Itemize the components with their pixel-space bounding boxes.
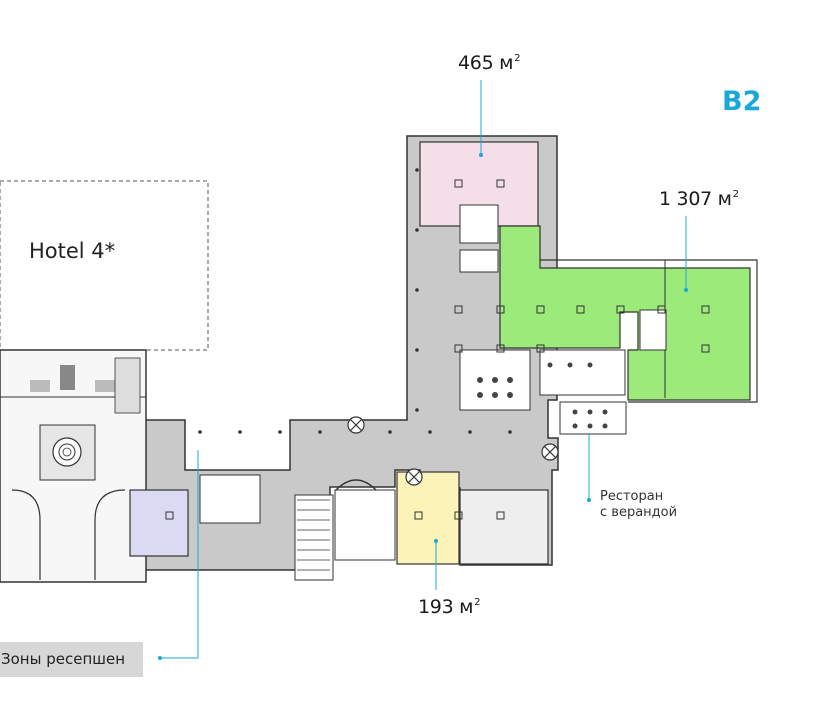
stairs <box>297 499 330 571</box>
hotel-label: Hotel 4* <box>29 239 116 263</box>
leader-dots <box>158 153 688 660</box>
area-green <box>499 225 751 401</box>
left-block <box>0 349 147 583</box>
area-value: 193 м <box>418 596 474 618</box>
stage-arc <box>335 479 377 491</box>
corridor-areas <box>129 135 559 571</box>
area-light-gray <box>459 489 549 565</box>
area-yellow <box>396 471 460 565</box>
area-label-pink: 465 м2 <box>458 52 521 74</box>
area-unit-sup: 2 <box>514 53 521 64</box>
floor-code: B2 <box>722 86 762 117</box>
restaurant-label: Ресторан с верандой <box>600 489 677 521</box>
area-unit-sup: 2 <box>474 597 481 608</box>
restaurant-label-line2: с верандой <box>600 505 678 520</box>
leader-lines <box>160 80 687 659</box>
area-value: 465 м <box>458 52 514 74</box>
corridor-dots <box>198 168 512 434</box>
x-symbols <box>347 416 559 486</box>
reception-label: Зоны ресепшен <box>1 650 126 668</box>
area-unit-sup: 2 <box>732 189 739 200</box>
restaurant-tables <box>477 362 608 429</box>
area-label-green: 1 307 м2 <box>659 188 739 210</box>
hotel-outline <box>0 180 209 351</box>
area-label-yellow: 193 м2 <box>418 596 481 618</box>
reception-label-box: Зоны ресепшен <box>0 642 143 677</box>
restaurant-label-line1: Ресторан <box>600 489 664 504</box>
area-value: 1 307 м <box>659 188 732 210</box>
area-lavender <box>129 489 189 557</box>
columns <box>165 179 710 520</box>
service-cores <box>199 204 667 581</box>
